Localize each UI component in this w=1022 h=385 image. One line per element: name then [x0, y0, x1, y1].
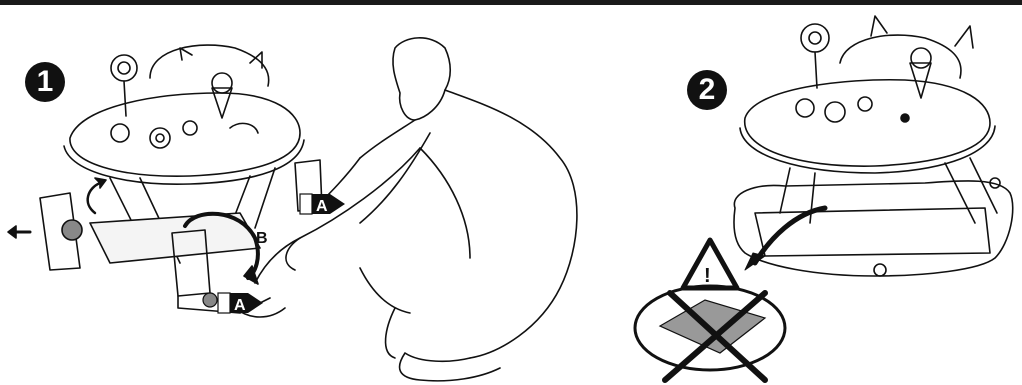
callout-b: B	[256, 230, 268, 247]
walker-base	[734, 181, 1013, 276]
callout-b-label: B	[256, 230, 268, 247]
walker-tray	[70, 93, 300, 176]
prohibited-mat-icon	[635, 286, 785, 380]
warning-triangle-icon: !	[683, 240, 737, 288]
callout-a-lower-label: A	[234, 297, 246, 314]
man-figure	[393, 38, 450, 120]
callout-a-upper-label: A	[316, 198, 328, 215]
header-rule	[0, 0, 1022, 5]
callout-a-upper: A	[300, 194, 345, 215]
step-1-panel: 1	[0, 8, 625, 385]
lollipop-toy	[801, 24, 829, 52]
lollipop-toy	[111, 55, 137, 81]
step-2-panel: 2	[625, 8, 1022, 385]
warning-mark: !	[704, 265, 711, 287]
step-1-illustration: A A B	[0, 8, 625, 385]
step-2-illustration: !	[625, 8, 1022, 385]
walker-tray	[745, 80, 990, 166]
